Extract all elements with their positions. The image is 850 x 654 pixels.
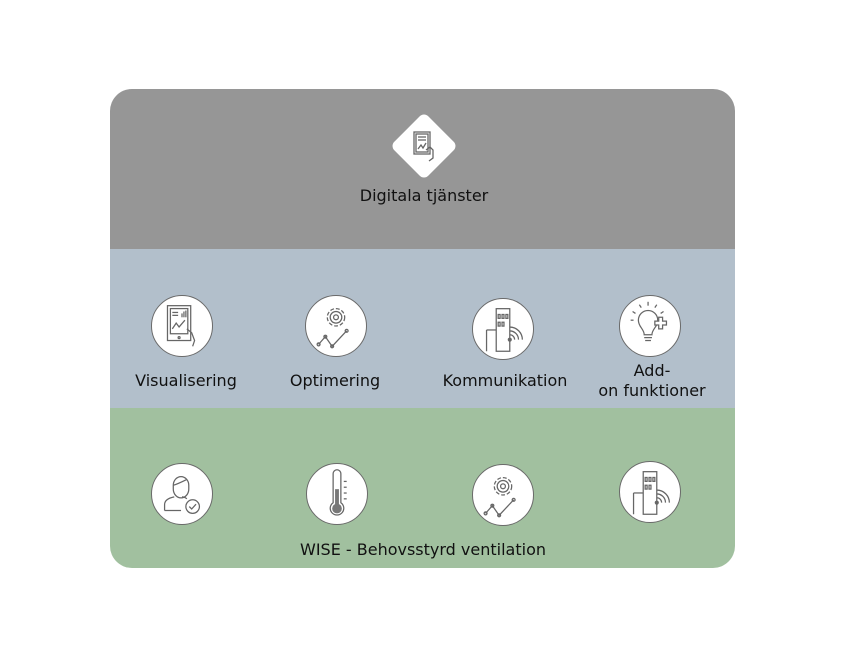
- communication-icon-circle-2: [619, 461, 681, 523]
- optimization-label: Optimering: [289, 371, 381, 390]
- building-wifi-icon: [632, 471, 670, 515]
- building-wifi-icon: [485, 308, 523, 352]
- addon-label-line1: Add-: [633, 361, 671, 380]
- communication-icon-circle: [472, 298, 534, 360]
- visualization-label: Visualisering: [135, 371, 237, 390]
- thermometer-icon: [329, 469, 347, 516]
- visualization-icon-circle: [151, 295, 213, 357]
- digital-services-title: Digitala tjänster: [359, 186, 489, 205]
- optimization-icon-circle-2: [472, 464, 534, 526]
- temperature-icon-circle: [306, 463, 368, 525]
- lightbulb-plus-icon: [630, 301, 668, 342]
- wise-title: WISE - Behovsstyrd ventilation: [300, 540, 546, 559]
- tablet-touch-icon: [413, 131, 434, 162]
- optimization-icon-circle: [305, 295, 367, 357]
- user-check-icon: [163, 475, 201, 514]
- communication-label: Kommunikation: [442, 371, 568, 390]
- tablet-chart-icon: [166, 305, 196, 347]
- addon-icon-circle: [619, 295, 681, 357]
- user-icon-circle: [151, 463, 213, 525]
- addon-label: Add- on funktioner: [598, 361, 705, 401]
- gear-graph-icon: [483, 476, 516, 518]
- gear-graph-icon: [316, 307, 349, 349]
- addon-label-line2: on funktioner: [598, 381, 706, 400]
